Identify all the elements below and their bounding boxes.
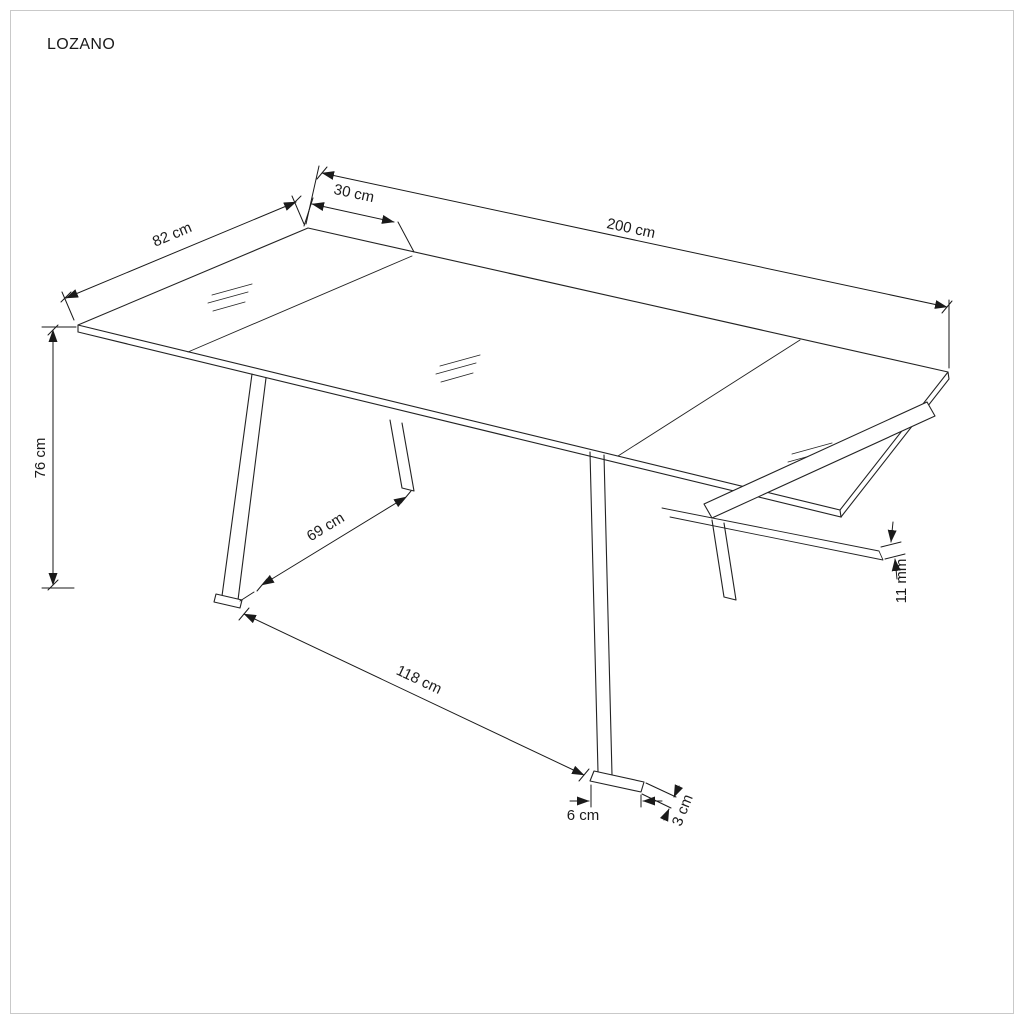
end-ticks xyxy=(316,166,953,314)
front-left-foot xyxy=(213,593,243,609)
dim-label-foot-height: 3 cm xyxy=(669,792,697,829)
front-left-leg xyxy=(221,373,267,601)
extension-lines xyxy=(303,197,415,253)
extension-lines xyxy=(880,541,906,560)
dim-label-leg-spacing-side: 69 cm xyxy=(304,509,348,545)
end-ticks xyxy=(238,607,590,782)
extension-lines xyxy=(641,782,677,809)
dimension-arrow-bottom xyxy=(891,558,901,580)
dimension-foot-length: 6 cm xyxy=(567,784,663,824)
table-legs xyxy=(213,373,737,793)
dimension-leg-spacing-front: 118 cm xyxy=(238,607,590,782)
front-right-foot xyxy=(589,770,645,793)
back-left-leg xyxy=(389,419,415,492)
end-ticks xyxy=(239,490,412,602)
dimension-arrow-top xyxy=(673,784,684,798)
extension-leaf xyxy=(703,401,936,519)
extension-slide xyxy=(661,401,936,561)
glass-reflection-marks-center xyxy=(435,354,481,383)
dimension-line xyxy=(261,496,407,586)
slide-rails xyxy=(661,507,884,561)
dim-label-leg-spacing-front: 118 cm xyxy=(394,662,445,698)
dim-label-length: 200 cm xyxy=(605,215,657,242)
dimension-foot-height: 3 cm xyxy=(641,782,697,829)
dimension-top-thickness: 11 mm xyxy=(880,521,910,604)
dimension-line xyxy=(65,201,297,299)
dim-label-height: 76 cm xyxy=(32,438,49,479)
dimension-arrow-top xyxy=(887,521,897,543)
extension-lines xyxy=(61,195,305,321)
tabletop xyxy=(77,227,950,518)
dim-label-leaf: 30 cm xyxy=(332,181,376,206)
end-ticks xyxy=(60,195,302,303)
front-right-leg xyxy=(589,451,613,776)
dim-label-width: 82 cm xyxy=(150,219,194,251)
tabletop-front-edge xyxy=(77,324,842,518)
extension-lines xyxy=(590,784,642,808)
dimension-line xyxy=(321,171,948,309)
leaf-divider-right xyxy=(617,339,801,457)
dim-label-foot-length: 6 cm xyxy=(567,807,600,824)
dimension-height: 76 cm xyxy=(32,324,77,591)
dim-label-top-thickness: 11 mm xyxy=(893,559,910,604)
back-right-leg xyxy=(711,519,737,601)
end-ticks xyxy=(47,324,59,591)
dimension-line xyxy=(311,202,395,224)
dimension-line xyxy=(243,613,585,776)
product-title: LOZANO xyxy=(47,36,115,53)
dimension-arrow-bottom xyxy=(659,808,670,822)
tabletop-right-edge xyxy=(840,371,950,518)
dimension-leg-spacing-side: 69 cm xyxy=(239,490,412,602)
extension-lines xyxy=(41,326,77,589)
